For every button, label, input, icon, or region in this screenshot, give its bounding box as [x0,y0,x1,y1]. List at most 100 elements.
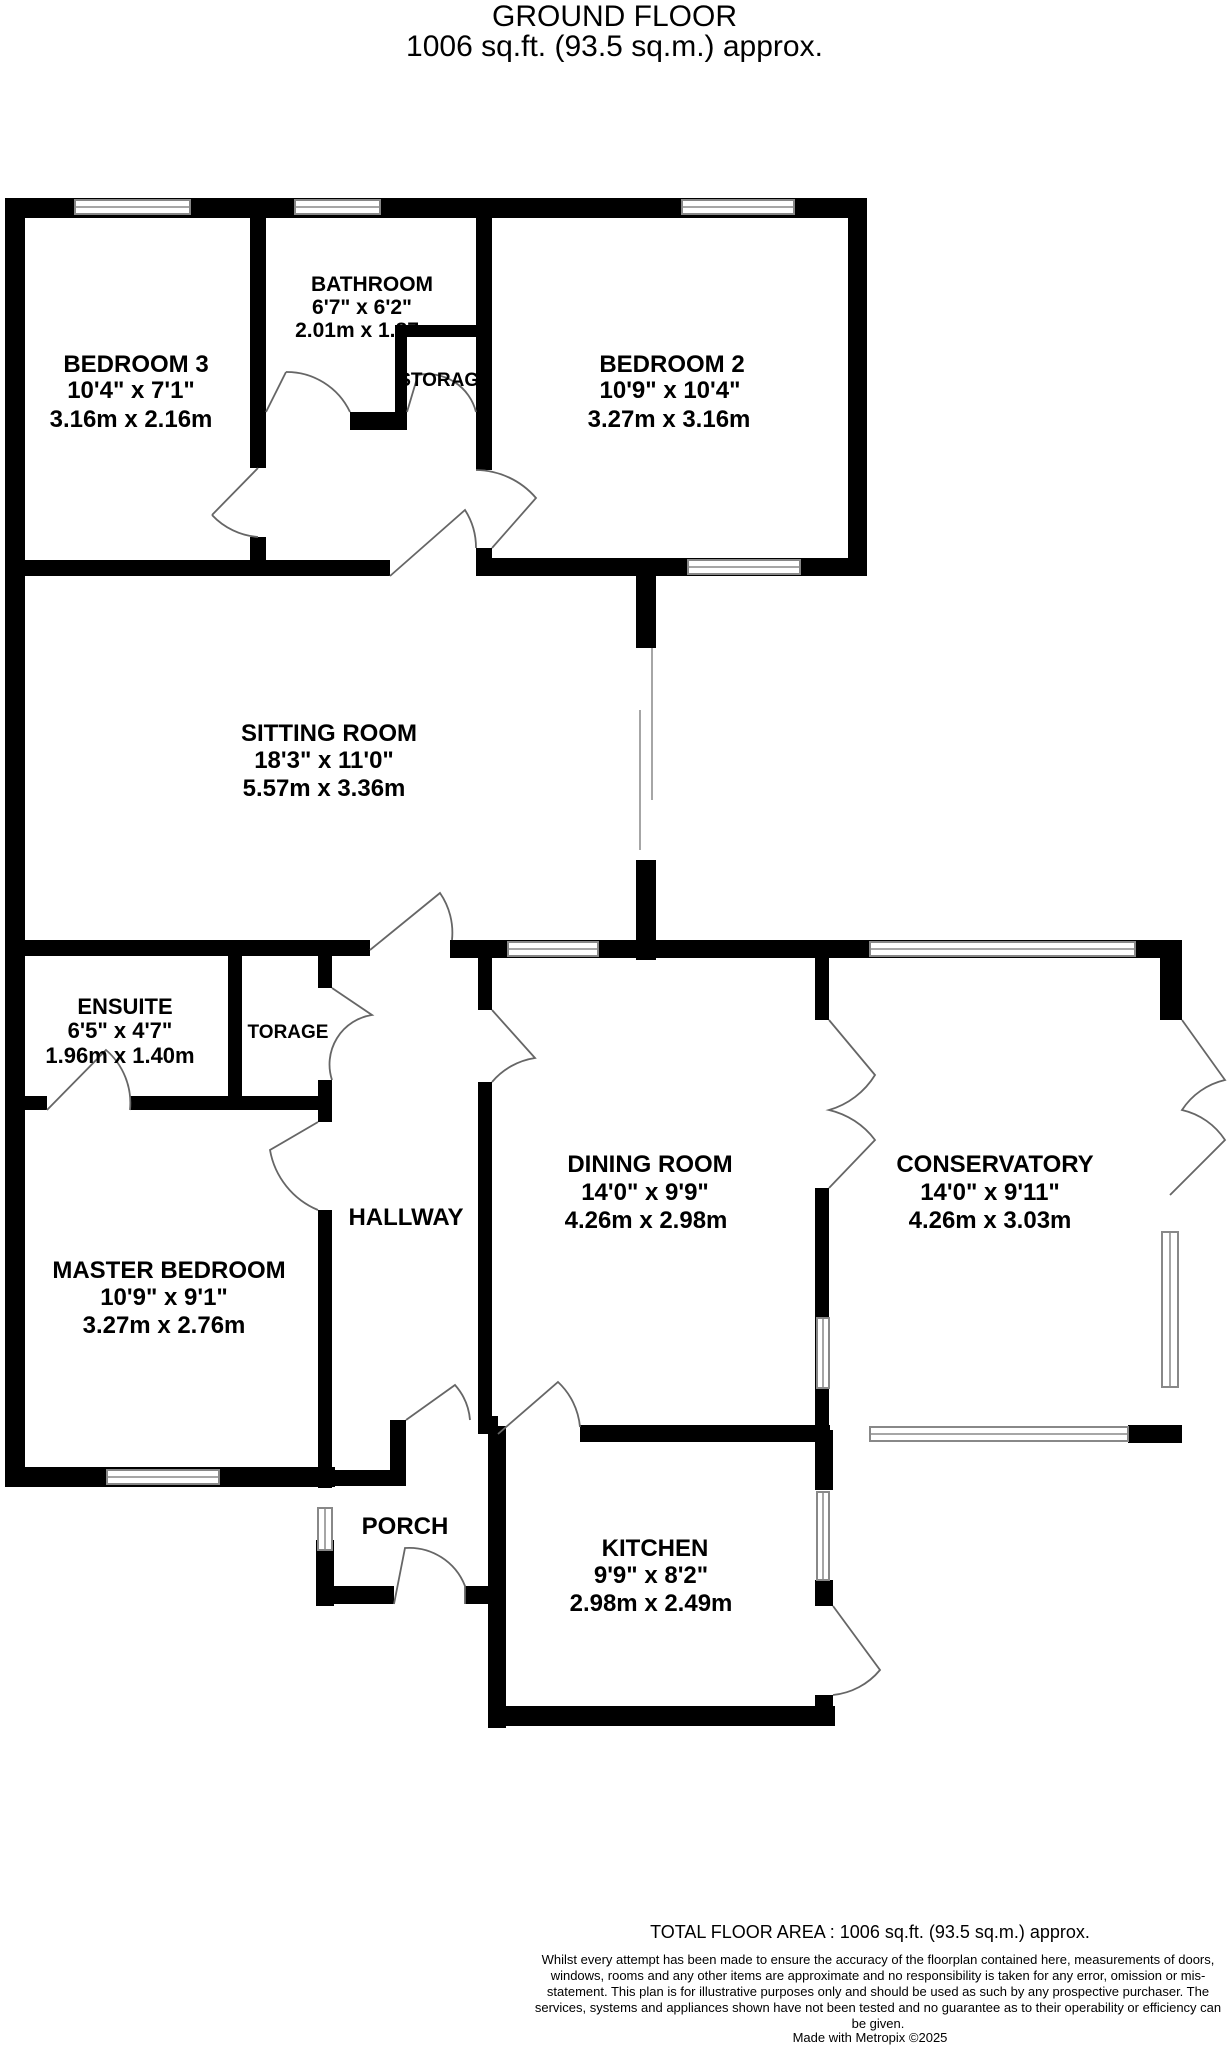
wall [1160,940,1182,1020]
door-swing [491,1009,537,1083]
wall [476,548,492,576]
room-imperial: 14'0" x 9'11" [920,1179,1060,1206]
room-name: DINING ROOM [567,1151,732,1178]
room-hallway: HALLWAY [348,1204,463,1231]
room-name: ENSUITE [77,994,172,1019]
wall [815,952,829,1020]
room-imperial: 6'5" x 4'7" [68,1018,173,1043]
wall [318,1102,332,1122]
room-bedroom2: BEDROOM 2 10'9" x 10'4" 3.27m x 3.16m [588,351,751,433]
room-imperial: 10'4" x 7'1" [67,377,195,404]
wall [476,215,492,470]
wall [488,558,867,576]
room-storage-1: STORAGE [398,370,492,391]
room-imperial: 6'7" x 6'2" [312,296,412,319]
door-swing [825,1019,877,1189]
door-swing [269,1121,319,1211]
room-storage-2: TORAGE [248,1022,329,1043]
room-metric: 5.57m x 3.36m [243,775,406,802]
room-name: BATHROOM [311,273,433,296]
wall [350,412,407,430]
door-swing [369,891,454,951]
wall [478,952,492,1010]
room-dining: DINING ROOM 14'0" x 9'9" 4.26m x 2.98m [565,1151,733,1234]
room-metric: 3.16m x 2.16m [50,406,213,433]
wall [5,1096,47,1110]
room-name: MASTER BEDROOM [52,1257,285,1284]
room-metric: 4.26m x 2.98m [565,1207,728,1234]
total-floor-area: TOTAL FLOOR AREA : 1006 sq.ft. (93.5 sq.… [650,1922,1090,1942]
door-swing [328,987,375,1081]
wall [815,1188,829,1428]
disclaimer: Whilst every attempt has been made to en… [534,1952,1222,2031]
room-metric: 3.27m x 3.16m [588,406,751,433]
floor-area: 1006 sq.ft. (93.5 sq.m.) approx. [406,30,823,63]
room-metric: 4.26m x 3.03m [909,1207,1072,1234]
wall [250,537,266,576]
door-swing [46,1048,132,1111]
room-sitting: SITTING ROOM 18'3" x 11'0" 5.57m x 3.36m [241,720,417,802]
door-swing [393,1546,466,1605]
wall [318,940,332,988]
door-swing [497,1380,581,1435]
room-bathroom: BATHROOM 6'7" x 6'2" 2.01m x 1.87 [295,273,433,342]
door-swing [406,373,477,413]
wall [478,1082,492,1427]
wall [130,1096,332,1110]
wall [316,1586,394,1604]
wall [636,558,656,648]
room-name: SITTING ROOM [241,720,417,747]
room-imperial: 18'3" x 11'0" [254,747,394,774]
door-swing [265,371,351,413]
room-kitchen: KITCHEN 9'9" x 8'2" 2.98m x 2.49m [570,1535,733,1617]
floor-title: GROUND FLOOR [491,0,737,33]
wall [815,1695,833,1725]
door-swing [832,1605,882,1696]
wall [5,198,25,1486]
room-name: KITCHEN [602,1535,709,1562]
wall [318,1210,332,1488]
room-ensuite: ENSUITE 6'5" x 4'7" 1.96m x 1.40m [45,994,194,1068]
wall [580,1427,830,1441]
wall [815,1430,833,1490]
wall [465,1586,495,1604]
wall [1128,1425,1182,1443]
wall [488,1706,835,1726]
door-swing [389,508,477,577]
room-conservatory: CONSERVATORY 14'0" x 9'11" 4.26m x 3.03m [896,1151,1093,1234]
wall [815,1580,833,1606]
room-imperial: 10'9" x 9'1" [100,1284,228,1311]
windows [74,199,1179,1581]
wall [395,325,407,430]
wall [5,560,390,576]
wall [848,198,867,576]
room-metric: 3.27m x 2.76m [83,1312,246,1339]
doors [46,371,1227,1696]
room-name: BEDROOM 2 [599,351,744,378]
room-metric: 1.96m x 1.40m [45,1043,194,1068]
made-with-credit: Made with Metropix ©2025 [792,2030,948,2045]
door-swing [1169,1019,1227,1196]
room-bedroom3: BEDROOM 3 10'4" x 7'1" 3.16m x 2.16m [50,351,213,433]
door-swing [475,469,538,549]
door-swing [405,1383,471,1421]
door-swing [211,467,259,538]
wall [395,325,481,337]
wall [390,1420,406,1470]
room-name: BEDROOM 3 [63,351,208,378]
room-imperial: 14'0" x 9'9" [581,1179,709,1206]
wall [5,198,867,218]
wall [488,1426,506,1728]
room-name: CONSERVATORY [896,1151,1093,1178]
wall [250,215,266,468]
wall [636,860,656,960]
wall [318,1470,406,1486]
room-porch: PORCH [362,1513,449,1540]
room-metric: 2.01m x 1.87 [295,319,419,342]
room-master: MASTER BEDROOM 10'9" x 9'1" 3.27m x 2.76… [52,1257,285,1339]
wall [228,940,242,1102]
room-metric: 2.98m x 2.49m [570,1590,733,1617]
room-imperial: 10'9" x 10'4" [600,377,741,404]
room-imperial: 9'9" x 8'2" [594,1562,708,1589]
